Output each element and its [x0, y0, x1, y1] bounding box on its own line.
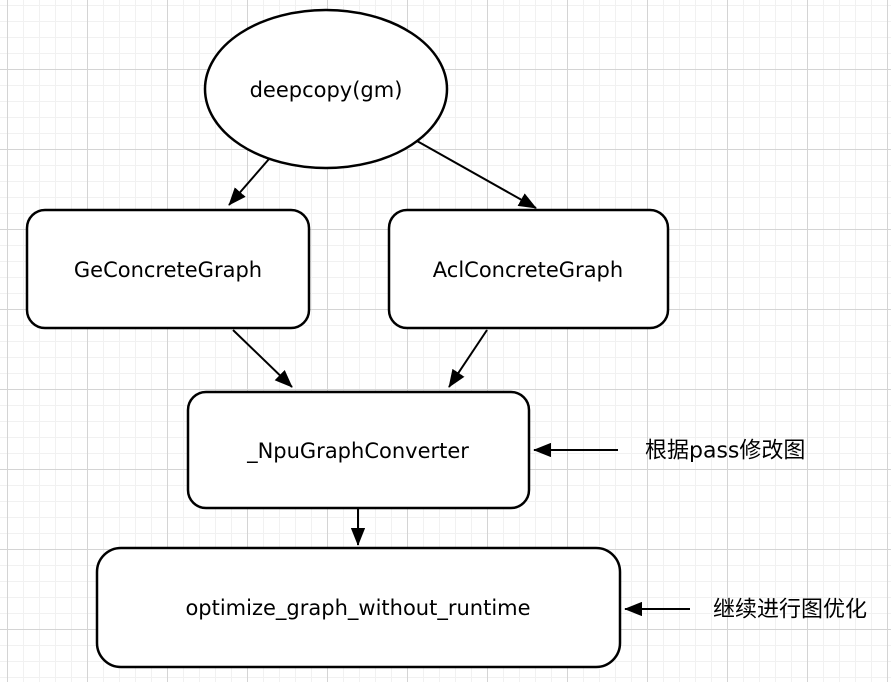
optimize-graph-node: optimize_graph_without_runtime: [95, 546, 622, 669]
npu-graph-converter-label: _NpuGraphConverter: [246, 439, 469, 464]
npu-graph-converter-node: _NpuGraphConverter: [186, 390, 531, 510]
acl-concrete-graph-box: [387, 208, 670, 330]
npu-graph-converter-box: [186, 390, 531, 510]
deepcopy-ellipse: [203, 8, 449, 170]
edge-acl-to-converter: [448, 329, 488, 388]
converter-annotation-text: 根据pass修改图: [645, 439, 805, 464]
edge-deepcopy-to-ge: [228, 158, 270, 206]
optimize-graph-box: [95, 546, 622, 669]
optimize-graph-label: optimize_graph_without_runtime: [185, 596, 530, 621]
ge-concrete-graph-label: GeConcreteGraph: [74, 258, 262, 282]
acl-concrete-graph-node: AclConcreteGraph: [387, 208, 670, 330]
acl-concrete-graph-label: AclConcreteGraph: [433, 258, 623, 282]
ge-concrete-graph-box: [25, 208, 311, 330]
deepcopy-label: deepcopy(gm): [250, 78, 403, 102]
edge-deepcopy-to-acl: [416, 140, 537, 209]
edge-ge-to-converter: [232, 329, 293, 388]
optimize-annotation-text: 继续进行图优化: [713, 598, 867, 623]
ge-concrete-graph-node: GeConcreteGraph: [25, 208, 311, 330]
deepcopy-node: deepcopy(gm): [203, 8, 449, 170]
